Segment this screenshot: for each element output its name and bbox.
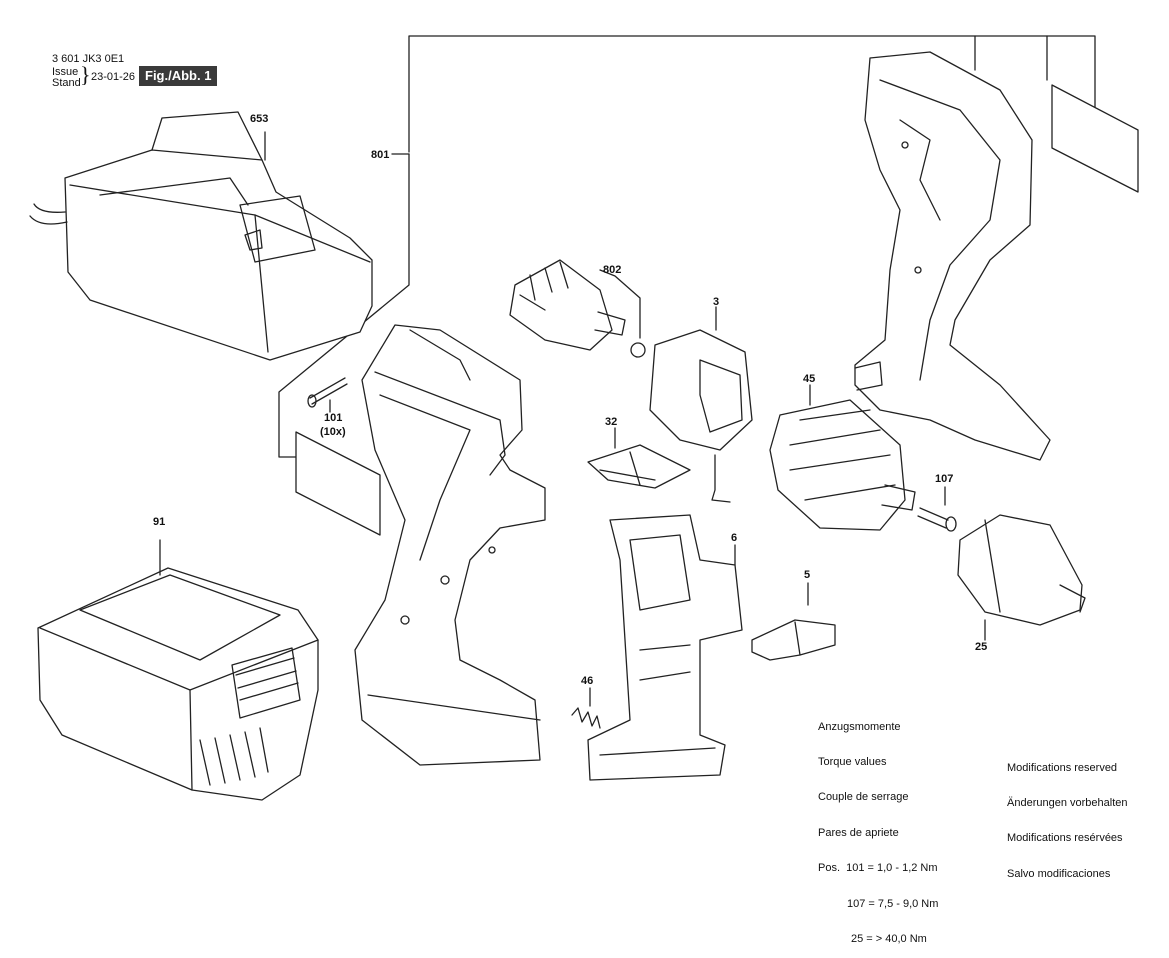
screw-107-drawing [918, 487, 956, 531]
housing-right-drawing [855, 52, 1050, 460]
issue-date: 23-01-26 [91, 71, 136, 83]
brace-glyph: } [80, 62, 91, 87]
exploded-view-drawing [0, 0, 1169, 826]
label-32: 32 [605, 416, 618, 428]
modifications-block: Modifications reserved Änderungen vorbeh… [1007, 739, 1127, 892]
spring-46-drawing [572, 688, 600, 728]
label-107: 107 [935, 473, 954, 485]
screw-101-drawing [308, 378, 347, 412]
label-film-right [1052, 85, 1138, 192]
issue-label: Issue [52, 66, 79, 78]
figure-label: Fig./Abb. 1 [139, 66, 218, 86]
torque-title-es: Pares de apriete [818, 826, 899, 839]
torque-title-en: Torque values [818, 755, 887, 768]
label-25: 25 [975, 641, 988, 653]
label-46: 46 [581, 675, 594, 687]
modifications-de: Änderungen vorbehalten [1007, 796, 1128, 809]
charger-653-drawing [30, 112, 372, 360]
chuck-25-drawing [958, 515, 1085, 640]
torque-title-fr: Couple de serrage [818, 791, 909, 804]
electronics-6-drawing [588, 515, 742, 780]
modifications-en: Modifications reserved [1007, 761, 1118, 774]
label-653: 653 [250, 113, 269, 125]
stand-label: Stand [52, 77, 81, 89]
label-91: 91 [153, 516, 166, 528]
stator-3-drawing [650, 307, 752, 502]
modifications-es: Salvo modificaciones [1007, 867, 1111, 880]
assembly-801-bracket [279, 36, 1095, 457]
modifications-fr: Modifications resérvées [1007, 832, 1123, 845]
label-film-left [296, 432, 380, 535]
gearbox-45-drawing [770, 385, 915, 530]
label-101-qty: (10x) [320, 426, 346, 438]
motor-802-drawing [510, 260, 645, 357]
part-number: 3 601 JK3 0E1 [52, 53, 125, 65]
label-3: 3 [713, 296, 720, 308]
label-802: 802 [603, 264, 622, 276]
torque-title-de: Anzugsmomente [818, 720, 901, 733]
label-101: 101 [324, 412, 343, 424]
label-6: 6 [731, 532, 738, 544]
label-5: 5 [804, 569, 811, 581]
torque-row-25: 25 = > 40,0 Nm [851, 932, 927, 945]
label-801: 801 [371, 149, 390, 161]
label-45: 45 [803, 373, 816, 385]
housing-left-drawing [355, 325, 545, 765]
torque-row-107: 107 = 7,5 - 9,0 Nm [847, 897, 939, 910]
switch-32-drawing [588, 428, 690, 488]
battery-91-drawing [38, 540, 318, 800]
torque-row-101: Pos. 101 = 1,0 - 1,2 Nm [818, 862, 938, 875]
torque-values-block: Anzugsmomente Torque values Couple de se… [818, 698, 938, 958]
part-5-drawing [752, 583, 835, 660]
